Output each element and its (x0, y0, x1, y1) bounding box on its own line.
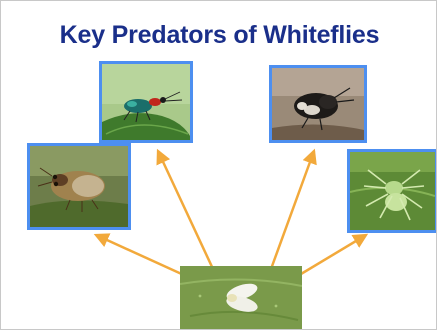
big-eyed-bug-photo (27, 143, 131, 230)
spider-on-leaf-photo-icon (350, 152, 435, 230)
arrow-to-big-eyed-bug (96, 235, 186, 276)
whitefly-photo (180, 266, 302, 330)
arrow-to-pirate-bug (271, 151, 314, 269)
whitefly-on-leaf-photo-icon (180, 266, 302, 330)
lady-beetle-photo (99, 61, 193, 143)
arrow-to-spider (301, 235, 366, 274)
beetle-on-leaf-photo-icon (102, 64, 190, 140)
spider-photo (347, 149, 437, 233)
pirate-bug-photo (269, 65, 367, 143)
bug-on-leaf-photo-icon (30, 146, 128, 227)
black-bug-photo-icon (272, 68, 364, 140)
arrow-to-lady-beetle (158, 151, 213, 269)
